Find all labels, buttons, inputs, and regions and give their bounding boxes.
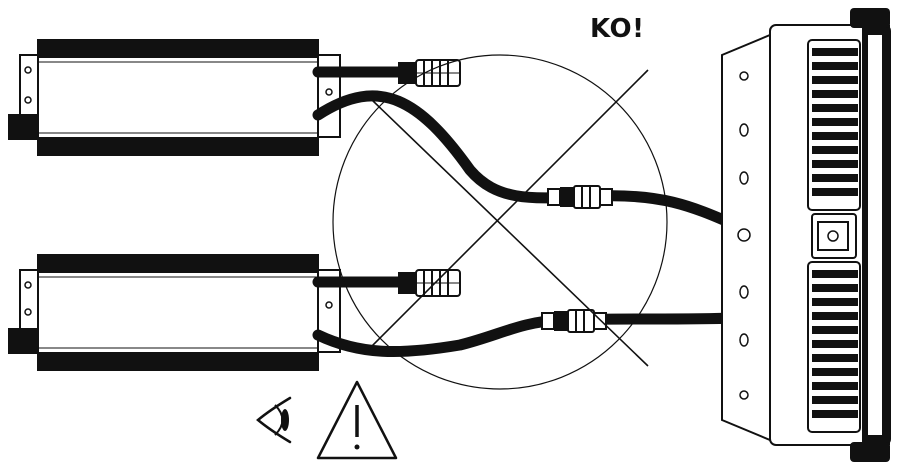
fixture-knob-bottom: [850, 442, 890, 462]
fixture-front-plate: [721, 33, 771, 442]
junction-box: [811, 213, 857, 259]
cable-lower-long: [312, 312, 741, 358]
warning-triangle-icon: [316, 380, 398, 460]
power-driver-lower: [8, 254, 341, 371]
eye-icon: [256, 396, 292, 444]
inline-connector-upper: [547, 185, 613, 209]
driver-top-band: [38, 40, 318, 58]
cross-line: [367, 69, 649, 351]
power-driver-upper: [8, 39, 341, 156]
plug-connector-lower: [398, 269, 461, 297]
driver-bottom-band: [38, 137, 318, 155]
led-fixture-heatsink: [721, 8, 891, 462]
mount-hole: [24, 96, 32, 104]
inline-connector-lower: [541, 309, 607, 333]
mount-hole: [24, 308, 32, 316]
mount-hole: [24, 281, 32, 289]
cross-line: [371, 99, 649, 367]
driver-bottom-band: [38, 352, 318, 370]
driver-top-band: [38, 255, 318, 273]
cable-upper-long: [312, 90, 741, 231]
heatsink-fins: [807, 39, 861, 433]
fixture-knob-top: [850, 8, 890, 28]
highlight-circle: [332, 54, 668, 390]
ko-warning-label: KO!: [590, 14, 645, 44]
mount-hole: [24, 66, 32, 74]
driver-cable-gland: [8, 328, 40, 354]
driver-cable-gland: [8, 114, 40, 140]
plug-connector-upper: [398, 59, 461, 87]
